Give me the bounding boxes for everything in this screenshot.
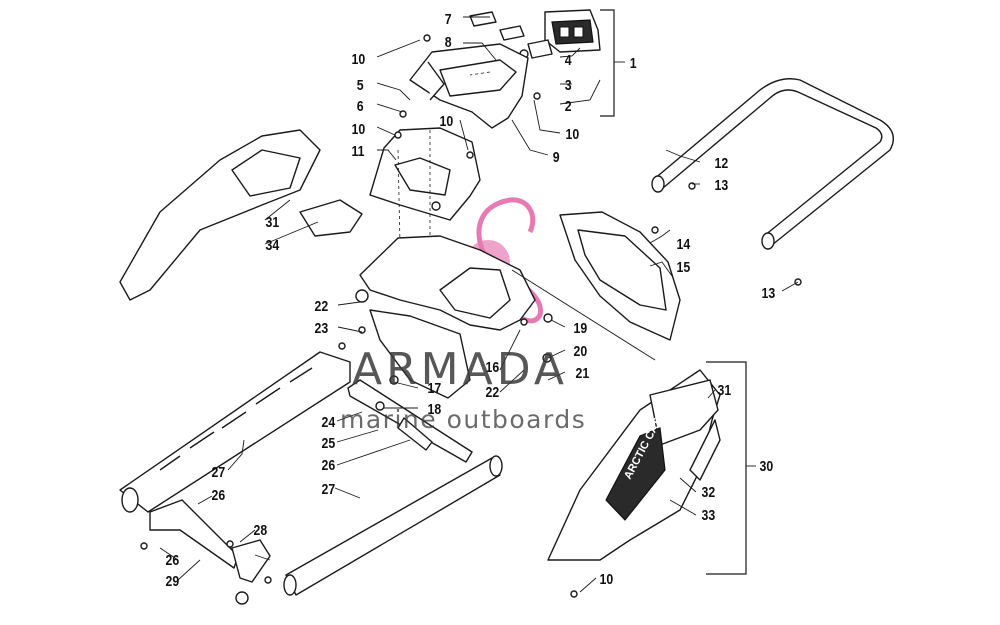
- callout-25: 25: [322, 435, 336, 451]
- callout-5: 5: [357, 77, 364, 93]
- callout-11: 11: [351, 143, 364, 159]
- taillight-housing: [409, 43, 529, 129]
- callout-12: 12: [715, 155, 729, 171]
- callout-28: 28: [254, 522, 268, 538]
- rear-mudguard: [359, 235, 656, 399]
- callout-10-b: 10: [352, 121, 366, 137]
- callout-7: 7: [445, 11, 452, 27]
- callout-31-b: 31: [718, 382, 732, 398]
- callout-21: 21: [576, 365, 590, 381]
- callout-15: 15: [677, 259, 691, 275]
- bumper-beam-lower: [283, 455, 503, 596]
- grab-bar: [651, 78, 894, 250]
- callout-13-b: 13: [762, 285, 776, 301]
- callout-3: 3: [565, 77, 572, 93]
- callout-26-a: 26: [322, 457, 336, 473]
- callout-32: 32: [702, 484, 716, 500]
- callout-24: 24: [322, 414, 336, 430]
- watermark: ARMADA marine outboards: [340, 344, 586, 434]
- callout-14: 14: [677, 236, 691, 252]
- fasteners: [140, 34, 802, 584]
- callout-9: 9: [553, 149, 560, 165]
- callout-30: 30: [760, 458, 774, 474]
- right-side-cowl: ARCTIC CAT: [547, 369, 721, 598]
- callout-10-e: 10: [600, 571, 614, 587]
- callout-4: 4: [565, 52, 572, 68]
- callout-22-a: 22: [315, 298, 329, 314]
- callout-26-b: 26: [212, 487, 226, 503]
- callout-labels: 7 8 1 4 3 2 10 5 6 10 10 11 10 9 12 13 1…: [166, 11, 776, 589]
- bumper-beam-upper: [119, 351, 351, 513]
- decal-8: [499, 25, 525, 41]
- watermark-subtitle: marine outboards: [340, 405, 586, 434]
- callout-20: 20: [574, 343, 588, 359]
- callout-34: 34: [266, 237, 280, 253]
- callout-27-b: 27: [322, 481, 336, 497]
- callout-31-a: 31: [266, 214, 280, 230]
- callout-10-a: 10: [352, 51, 366, 67]
- watermark-title: ARMADA: [352, 344, 568, 395]
- callout-2: 2: [565, 98, 572, 114]
- callout-29: 29: [166, 573, 180, 589]
- callout-10-c: 10: [440, 113, 454, 129]
- callout-17: 17: [428, 380, 442, 396]
- decal-7: [469, 11, 497, 27]
- callout-6: 6: [357, 98, 364, 114]
- callout-16: 16: [486, 359, 500, 375]
- inner-bracket: [369, 127, 481, 250]
- callout-33: 33: [702, 507, 716, 523]
- hitch-brackets: [149, 289, 473, 605]
- callout-23: 23: [315, 320, 329, 336]
- callout-18: 18: [428, 401, 442, 417]
- callout-1: 1: [630, 55, 637, 71]
- left-trim-panel: [119, 129, 363, 301]
- side-panel: [559, 211, 681, 341]
- callout-26-c: 26: [166, 552, 180, 568]
- callout-10-d: 10: [566, 126, 580, 142]
- callout-8: 8: [445, 34, 452, 50]
- callout-19: 19: [574, 320, 588, 336]
- callout-22-b: 22: [486, 384, 500, 400]
- leader-lines: [159, 9, 799, 593]
- callout-27-a: 27: [212, 464, 226, 480]
- taillight-assembly: [469, 9, 601, 59]
- callout-13-a: 13: [715, 177, 729, 193]
